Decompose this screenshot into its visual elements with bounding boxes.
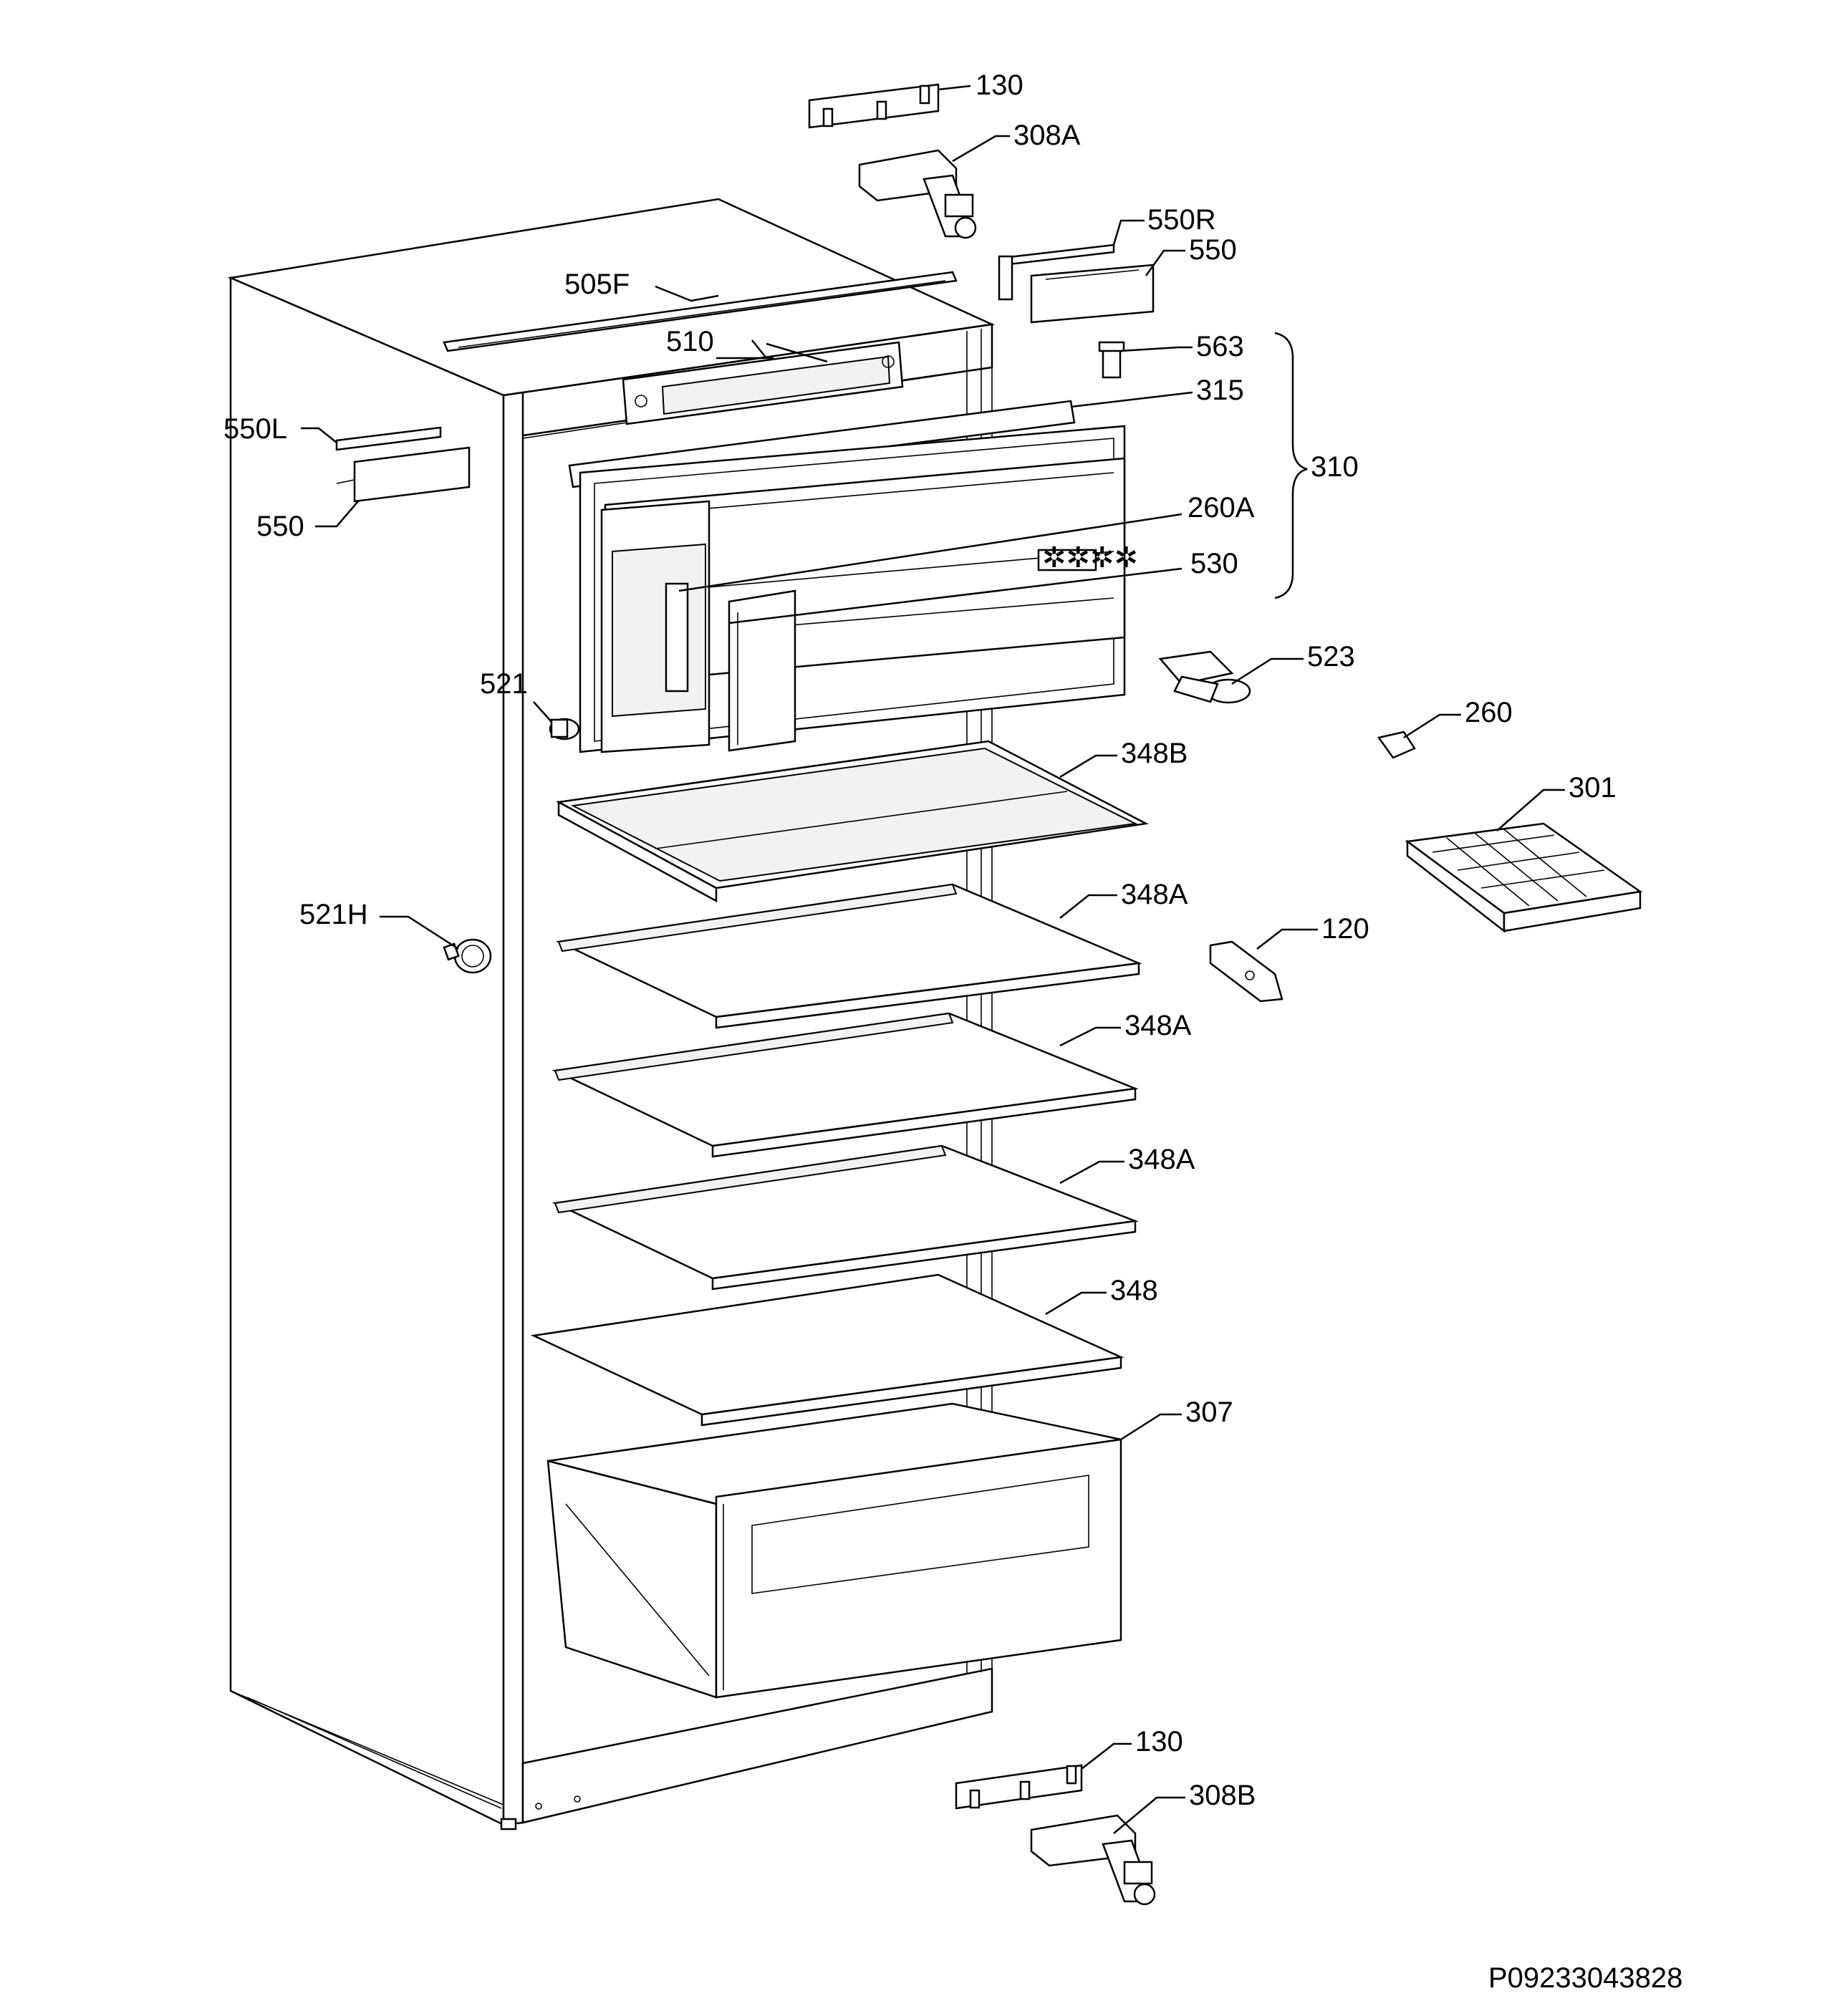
label-130-top: 130 [976, 69, 1023, 101]
labels: 130 308A 550R 550 505F 510 563 315 310 5… [223, 69, 1682, 1994]
label-530: 530 [1190, 548, 1238, 579]
label-550R: 550R [1147, 204, 1216, 236]
shelf-348A-3 [551, 1144, 1139, 1291]
label-308B: 308B [1189, 1780, 1256, 1811]
label-260A: 260A [1188, 492, 1255, 524]
shelf-348B [556, 740, 1149, 903]
label-521: 521 [480, 668, 528, 700]
label-521H: 521H [299, 899, 368, 930]
label-307: 307 [1185, 1397, 1233, 1428]
cover-550-right [1030, 264, 1155, 324]
light-housing-510 [622, 341, 904, 425]
part-563 [1098, 341, 1125, 379]
cover-550L [335, 426, 442, 451]
cover-550-left [336, 446, 471, 503]
label-130-bottom: 130 [1135, 1726, 1183, 1757]
label-348B: 348B [1121, 738, 1188, 769]
label-310: 310 [1311, 451, 1359, 483]
label-315: 315 [1196, 375, 1244, 406]
label-505F: 505F [564, 269, 630, 300]
label-550L: 550L [223, 413, 287, 445]
label-348A-3: 348A [1128, 1144, 1195, 1175]
label-120: 120 [1321, 913, 1369, 945]
label-348A-2: 348A [1124, 1010, 1192, 1041]
hinge-plate-130-bottom [955, 1764, 1083, 1810]
label-348A-1: 348A [1121, 879, 1188, 910]
leader-lines [301, 85, 1565, 1834]
shelf-348A-1 [555, 883, 1142, 1029]
brace-310 [1274, 332, 1308, 599]
shelf-348A-2 [551, 1012, 1139, 1158]
part-120 [1209, 940, 1283, 1003]
label-563: 563 [1196, 331, 1244, 362]
label-348: 348 [1110, 1275, 1158, 1306]
cover-550R [998, 243, 1115, 301]
hinge-plate-130-top [808, 83, 940, 129]
knob-521H [443, 938, 492, 974]
part-521 [549, 718, 580, 741]
svg-text:✲✲✲✲: ✲✲✲✲ [1042, 542, 1138, 574]
label-260: 260 [1465, 697, 1513, 728]
shelf-348 [530, 1273, 1124, 1427]
part-523 [1158, 650, 1251, 704]
freezer-compartment-310: ✲✲✲✲ [568, 400, 1138, 753]
hinge-308B [1030, 1814, 1156, 1906]
part-260 [1377, 730, 1416, 759]
reference-code: P09233043828 [1488, 1962, 1682, 1994]
cabinet [227, 198, 996, 1831]
label-308A: 308A [1013, 120, 1081, 151]
top-rail-505F [443, 271, 958, 352]
ice-tray-301 [1405, 822, 1643, 933]
crisper-drawer-307 [546, 1402, 1122, 1699]
label-550-left: 550 [256, 511, 304, 542]
label-301: 301 [1569, 772, 1617, 804]
label-510: 510 [666, 326, 714, 357]
hinge-308A [858, 149, 977, 239]
label-523: 523 [1307, 641, 1355, 672]
label-550-right: 550 [1189, 234, 1237, 266]
